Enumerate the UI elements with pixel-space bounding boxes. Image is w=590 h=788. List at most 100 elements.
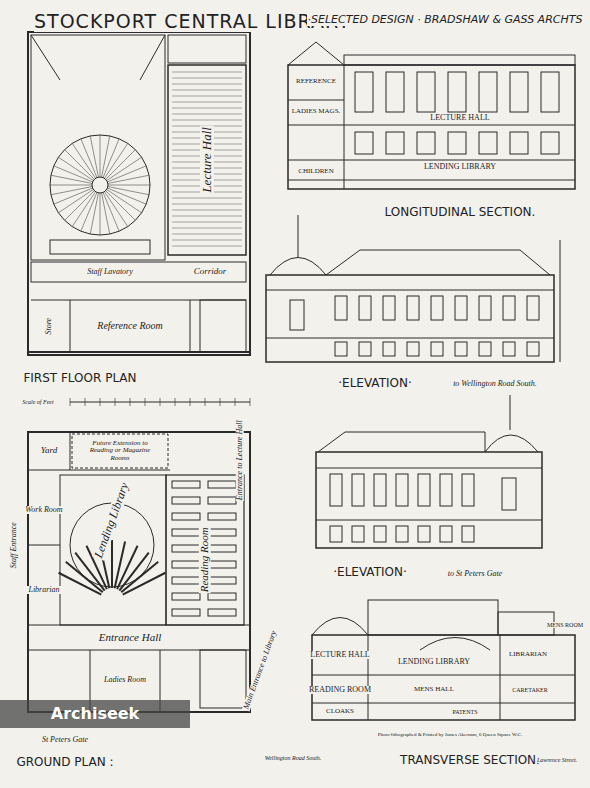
stroke [104,192,127,227]
scale-bar [70,398,250,406]
watermark-band [0,700,190,728]
drawing-label: ·SELECTED DESIGN · BRADSHAW & GASS ARCHT… [307,14,584,26]
window [527,296,539,320]
stroke [100,398,101,406]
sheet-title: STOCKPORT CENTRAL LIBRARY [34,10,351,32]
window [208,497,236,504]
window [462,526,474,542]
drawing-label: Staff Entrance [10,521,18,569]
window [355,132,373,154]
stroke [111,540,113,588]
stroke [70,398,71,406]
window [479,132,497,154]
window [383,342,395,356]
window [355,72,373,112]
drawing-label: Entrance Hall [98,632,163,644]
window [418,474,430,506]
stroke [66,562,103,593]
window [479,342,491,356]
stroke [172,102,242,103]
stroke [172,78,242,79]
drawing-label: Wellington Road South. [264,755,323,761]
window [172,545,200,552]
stroke [59,573,102,595]
window [172,481,200,488]
drawing-label: ·ELEVATION· [332,566,408,579]
stroke [172,234,242,235]
drawing-label: Store [45,317,53,336]
drawing-label: Photo-lithographed & Printed by James Ak… [377,732,523,737]
stroke [130,398,131,406]
stroke [190,398,191,406]
window [479,72,497,112]
stroke [172,240,242,241]
stroke [160,398,161,406]
stroke [172,198,242,199]
stroke [172,120,242,121]
window [407,296,419,320]
window [386,132,404,154]
stroke [175,398,176,406]
window [541,132,559,154]
drawing-label: to St Peters Gate [447,570,503,578]
stroke [102,193,110,234]
stroke [115,398,116,406]
window [396,474,408,506]
window [208,513,236,520]
stroke [108,185,150,186]
stroke [107,157,142,180]
window [407,342,419,356]
drawing-label: LONGITUDINAL SECTION. [384,206,537,219]
stroke [172,108,242,109]
drawing-label: to Wellington Road South. [452,380,538,388]
stroke [72,143,95,178]
stroke [103,139,119,178]
window [417,132,435,154]
window [386,72,404,112]
window [396,526,408,542]
window [502,478,516,510]
drawing-label: Future Extension to Reading or Magazine … [79,440,161,462]
stroke [90,136,98,177]
window [208,609,236,616]
drawing-label: Staff Lavatory [86,268,134,276]
drawing-label: FIRST FLOOR PLAN [22,372,137,385]
drawing-label: Entrance to Lecture Hall [236,419,244,501]
window [290,300,304,330]
drawing-label: Corridor [193,267,228,276]
drawing-label: St Peters Gate [41,736,89,744]
window [431,296,443,320]
window [440,526,452,542]
window [374,474,386,506]
stroke [172,72,242,73]
stroke [100,193,101,235]
window [208,593,236,600]
window [431,342,443,356]
window [448,72,466,112]
stroke [220,398,221,406]
window [503,342,515,356]
stroke [172,228,242,229]
stroke [172,216,242,217]
drawing-label: LECTURE HALL [429,114,490,122]
stroke [172,84,242,85]
window [208,577,236,584]
drawing-label: CARETAKER [511,687,549,693]
drawing-label: Ladies Room [103,676,147,684]
stroke [51,187,92,195]
drawing-label: GROUND PLAN : [15,756,114,769]
drawing-label: ·ELEVATION· [337,377,413,390]
stroke [172,90,242,91]
window [208,529,236,536]
stroke [172,246,242,247]
drawing-label: TRANSVERSE SECTION. [399,754,541,767]
window [208,561,236,568]
stroke [145,398,146,406]
stroke [172,204,242,205]
window [172,593,200,600]
stroke [205,398,206,406]
window [510,72,528,112]
window [503,296,515,320]
drawing-label: READING ROOM [308,686,372,694]
stroke [58,189,93,212]
